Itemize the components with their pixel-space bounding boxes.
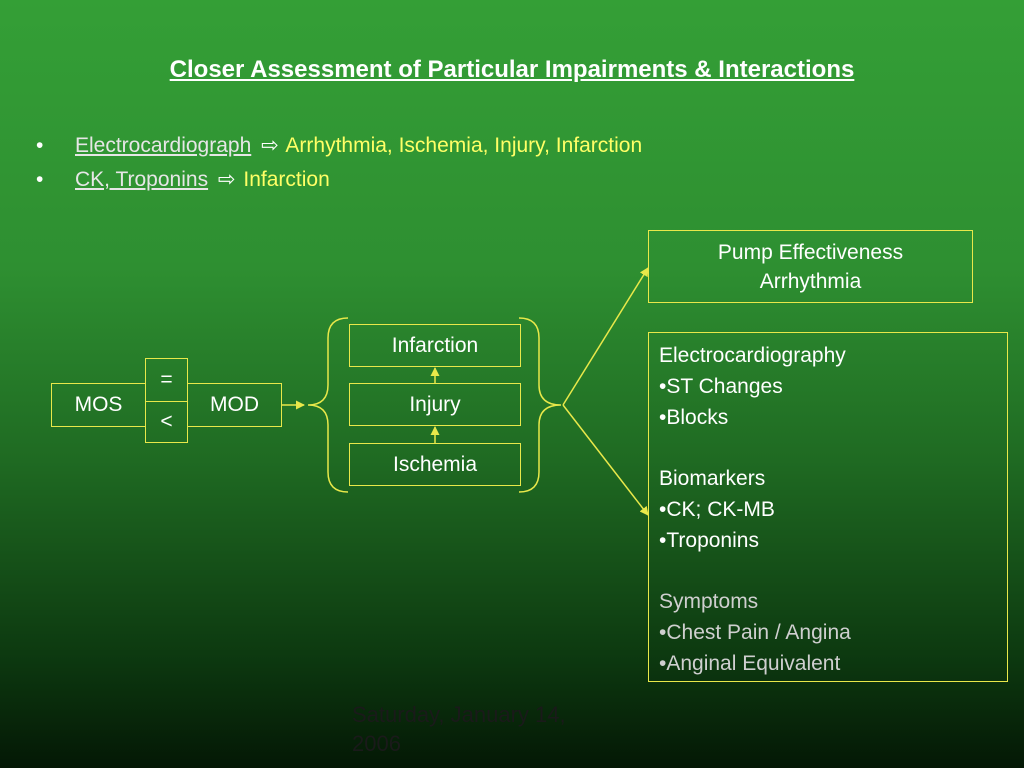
ck-troponins-link[interactable]: CK, Troponins	[75, 168, 209, 191]
bullet-marker: •	[36, 168, 44, 191]
bullet-text: Arrhythmia, Ischemia, Injury, Infarction	[285, 134, 643, 157]
ecg-heading: Electrocardiography	[659, 344, 846, 367]
right-arrow-icon: ⇨	[217, 168, 236, 191]
spacer	[659, 557, 997, 588]
injury-box: Injury	[349, 383, 521, 426]
brace-to-pump-arrow	[562, 267, 649, 406]
pump-effectiveness-box: Pump Effectiveness Arrhythmia	[648, 230, 973, 303]
pump-line2: Arrhythmia	[759, 269, 862, 293]
footer-date: Saturday, January 14, 2006	[352, 702, 566, 756]
mos-box: MOS	[51, 383, 146, 427]
symptom-item: •Anginal Equivalent	[659, 651, 841, 675]
right-arrow-icon: ⇨	[261, 134, 279, 157]
assessment-box: Electrocardiography •ST Changes •Blocks …	[648, 332, 1008, 682]
mod-box: MOD	[187, 383, 282, 427]
pump-line1: Pump Effectiveness	[717, 240, 904, 264]
right-brace	[518, 317, 562, 493]
biomarkers-heading: Biomarkers	[659, 467, 766, 491]
biomarker-item: •CK; CK-MB	[659, 497, 775, 521]
infarction-box: Infarction	[349, 324, 521, 367]
ischemia-box: Ischemia	[349, 443, 521, 486]
spacer	[659, 433, 997, 464]
slide-title: Closer Assessment of Particular Impairme…	[169, 56, 855, 83]
bullet-text: Infarction	[243, 168, 330, 191]
bullet-marker: •	[36, 134, 44, 157]
ecg-item: •Blocks	[659, 405, 729, 429]
ecg-item: •ST Changes	[659, 374, 783, 398]
brace-to-assessment-arrow	[562, 404, 649, 516]
equals-box: =	[145, 358, 188, 402]
symptom-item: •Chest Pain / Angina	[659, 621, 851, 645]
biomarker-item: •Troponins	[659, 528, 759, 552]
electrocardiograph-link[interactable]: Electrocardiograph	[75, 134, 252, 157]
left-brace	[307, 317, 349, 493]
less-than-box: <	[145, 401, 188, 443]
symptoms-heading: Symptoms	[659, 590, 759, 614]
